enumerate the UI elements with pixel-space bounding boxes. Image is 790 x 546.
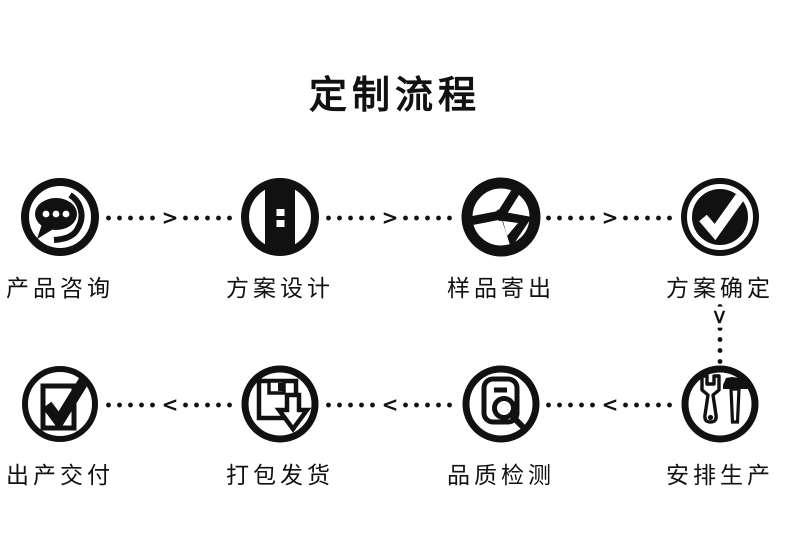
- flow-arrow-right: >: [323, 207, 457, 227]
- flow-arrow-left: <: [103, 394, 237, 414]
- step-label: 出产交付: [6, 462, 114, 488]
- step-label: 方案设计: [226, 275, 334, 301]
- package-arrow-icon: [240, 364, 320, 444]
- chevron-right-icon: >: [378, 207, 402, 227]
- quality-inspect-icon: [461, 364, 541, 444]
- flow-arrow-right: >: [543, 207, 677, 227]
- page-title: 定制流程: [308, 75, 481, 117]
- chevron-down-icon: >: [708, 306, 732, 328]
- step-plan-confirm: 方案确定: [630, 177, 790, 303]
- step-pack-ship: 打包发货: [190, 364, 370, 490]
- step-arrange-production: 安排生产: [630, 364, 790, 490]
- step-delivery: 出产交付: [0, 364, 150, 490]
- step-label: 品质检测: [447, 462, 555, 488]
- delivery-check-icon: [20, 364, 100, 444]
- chevron-left-icon: <: [378, 394, 402, 414]
- step-plan-design: 方案设计: [190, 177, 370, 303]
- flow-arrow-left: <: [323, 394, 457, 414]
- step-label: 样品寄出: [447, 275, 555, 301]
- chevron-right-icon: >: [598, 207, 622, 227]
- step-label: 产品咨询: [6, 275, 114, 301]
- step-sample-send: 样品寄出: [411, 177, 591, 303]
- sample-send-icon: [461, 177, 541, 257]
- chevron-right-icon: >: [158, 207, 182, 227]
- flow-arrow-right: >: [103, 207, 237, 227]
- chevron-left-icon: <: [598, 394, 622, 414]
- confirm-check-icon: [680, 177, 760, 257]
- step-label: 方案确定: [666, 275, 774, 301]
- design-document-icon: [240, 177, 320, 257]
- step-quality-inspect: 品质检测: [411, 364, 591, 490]
- chat-bubbles-icon: [20, 177, 100, 257]
- flow-arrow-left: <: [543, 394, 677, 414]
- step-product-consult: 产品咨询: [0, 177, 150, 303]
- step-label: 打包发货: [226, 462, 334, 488]
- tools-icon: [680, 364, 760, 444]
- chevron-left-icon: <: [158, 394, 182, 414]
- step-label: 安排生产: [666, 462, 774, 488]
- flow-arrow-down: >: [708, 301, 732, 365]
